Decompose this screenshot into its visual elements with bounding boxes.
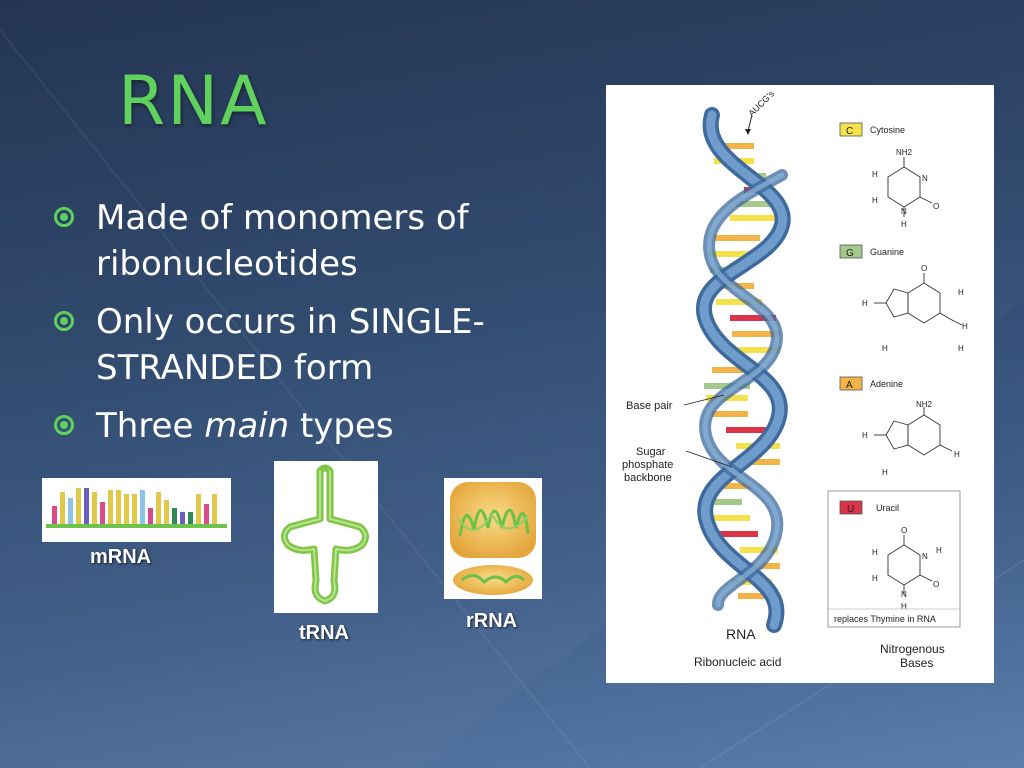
adenine-structure xyxy=(874,407,953,456)
uracil-letter: U xyxy=(847,504,854,515)
bullet-text: Only occurs in SINGLE-STRANDED form xyxy=(96,302,485,388)
svg-text:H: H xyxy=(882,344,888,353)
rrna-image xyxy=(444,478,542,599)
mrna-label: mRNA xyxy=(90,546,152,568)
cytosine-letter: C xyxy=(846,126,853,137)
guanine-letter: G xyxy=(846,248,854,259)
rna-figure-label: RNA xyxy=(726,626,756,642)
bases-caption-line1: Nitrogenous xyxy=(880,642,945,656)
svg-text:N: N xyxy=(901,207,907,216)
guanine-structure xyxy=(874,273,963,326)
svg-text:N: N xyxy=(901,590,907,599)
svg-text:NH2: NH2 xyxy=(916,400,933,409)
svg-text:H: H xyxy=(962,322,968,331)
adenine-letter: A xyxy=(846,380,853,391)
bullet-item: Three main types xyxy=(52,403,572,449)
uracil-name: Uracil xyxy=(876,503,899,513)
bullet-text: Made of monomers of ribonucleotides xyxy=(96,198,469,284)
trna-image xyxy=(274,461,378,613)
slide-title: RNA xyxy=(118,62,269,141)
svg-text:O: O xyxy=(901,526,907,535)
rna-structure-figure: AUCG's Base pair Sugar phosphate backbon… xyxy=(606,85,994,683)
svg-text:H: H xyxy=(872,574,878,583)
svg-text:H: H xyxy=(872,548,878,557)
svg-text:O: O xyxy=(921,264,927,273)
bullet-item: Made of monomers of ribonucleotides xyxy=(52,195,572,287)
cytosine-structure xyxy=(887,157,933,217)
svg-text:H: H xyxy=(958,288,964,297)
svg-text:H: H xyxy=(862,431,868,440)
svg-text:O: O xyxy=(933,580,939,589)
uracil-structure xyxy=(887,535,933,595)
uracil-note: replaces Thymine in RNA xyxy=(834,614,936,624)
svg-text:O: O xyxy=(933,202,939,211)
bullet-text: types xyxy=(289,406,394,446)
guanine-name: Guanine xyxy=(870,247,904,257)
bases-caption-line2: Bases xyxy=(900,656,933,670)
svg-text:N: N xyxy=(922,174,928,183)
bullet-icon xyxy=(54,311,74,331)
svg-text:N: N xyxy=(922,552,928,561)
trna-label: tRNA xyxy=(299,622,349,644)
backbone-label-line1: Sugar xyxy=(636,446,666,458)
svg-text:NH2: NH2 xyxy=(896,148,913,157)
backbone-label-line2: phosphate xyxy=(622,459,673,471)
adenine-name: Adenine xyxy=(870,379,903,389)
rrna-label: rRNA xyxy=(466,610,518,632)
bullet-text: Three xyxy=(96,406,205,446)
svg-text:H: H xyxy=(872,196,878,205)
bullet-list: Made of monomers of ribonucleotides Only… xyxy=(52,195,572,461)
svg-text:H: H xyxy=(901,220,907,229)
svg-text:H: H xyxy=(901,602,907,611)
cytosine-name: Cytosine xyxy=(870,125,905,135)
aucg-label: AUCG's xyxy=(746,88,776,118)
bullet-emphasis: main xyxy=(204,406,290,446)
bullet-icon xyxy=(54,207,74,227)
mrna-image xyxy=(42,478,231,542)
svg-text:H: H xyxy=(936,546,942,555)
svg-text:H: H xyxy=(862,299,868,308)
backbone-label-line3: backbone xyxy=(624,472,672,484)
base-pair-label: Base pair xyxy=(626,400,673,412)
rna-full-name: Ribonucleic acid xyxy=(694,655,781,669)
svg-text:H: H xyxy=(882,468,888,477)
bullet-item: Only occurs in SINGLE-STRANDED form xyxy=(52,299,572,391)
svg-text:H: H xyxy=(954,450,960,459)
svg-text:H: H xyxy=(958,344,964,353)
bullet-icon xyxy=(54,415,74,435)
svg-text:H: H xyxy=(872,170,878,179)
